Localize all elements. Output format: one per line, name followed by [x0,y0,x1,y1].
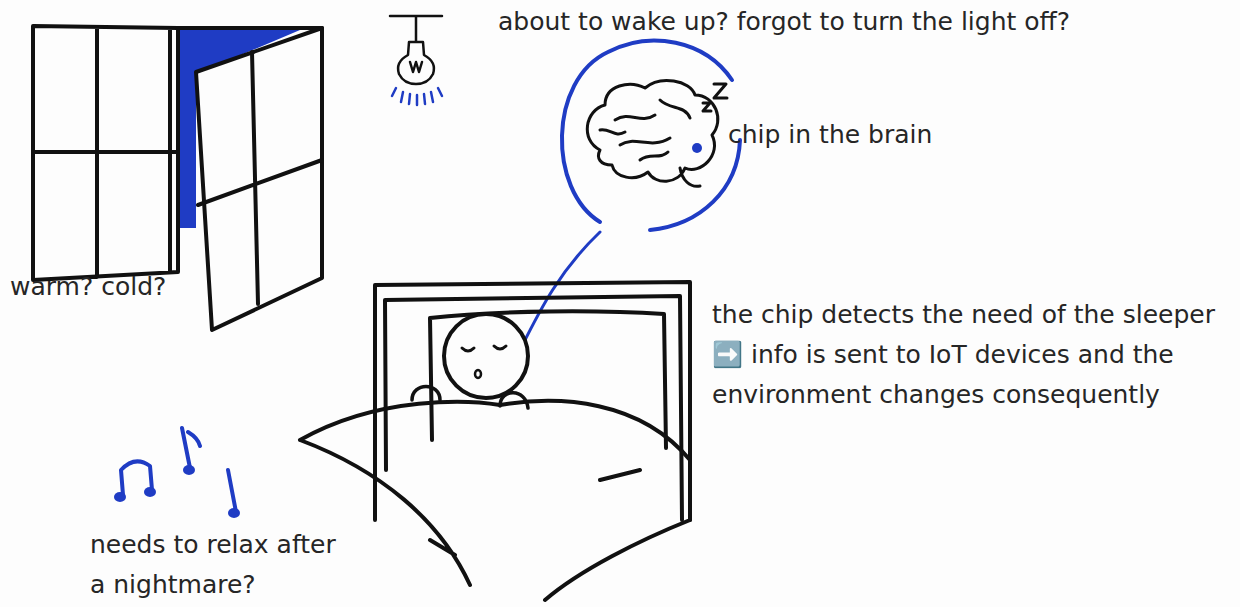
note-heads [114,465,240,518]
shutter-bars [198,52,322,304]
nightmare-note: needs to relax after a nightmare? [90,525,348,605]
temperature-note: warm? cold? [10,267,166,307]
blanket [300,401,690,600]
music-notes [121,428,236,512]
sleeper-face [462,346,506,351]
light-rays [392,88,442,105]
window-frame [33,26,322,280]
window-shutter [196,28,322,330]
bubble-tail [522,232,600,346]
system-description: the chip detects the need of the sleeper… [712,295,1240,415]
window-shadow [178,30,300,228]
light-note: about to wake up? forgot to turn the lig… [498,2,1070,42]
light-bulb [390,16,442,84]
thought-bubble [562,41,740,230]
sleeper-mouth [475,370,481,378]
sleeper-head [444,314,528,398]
brain-chip [692,143,702,153]
sleep-z [703,84,727,111]
sleeper-hands [412,387,528,409]
brain-outline [587,81,718,187]
chip-note: chip in the brain [728,115,932,155]
pillow [430,311,666,448]
